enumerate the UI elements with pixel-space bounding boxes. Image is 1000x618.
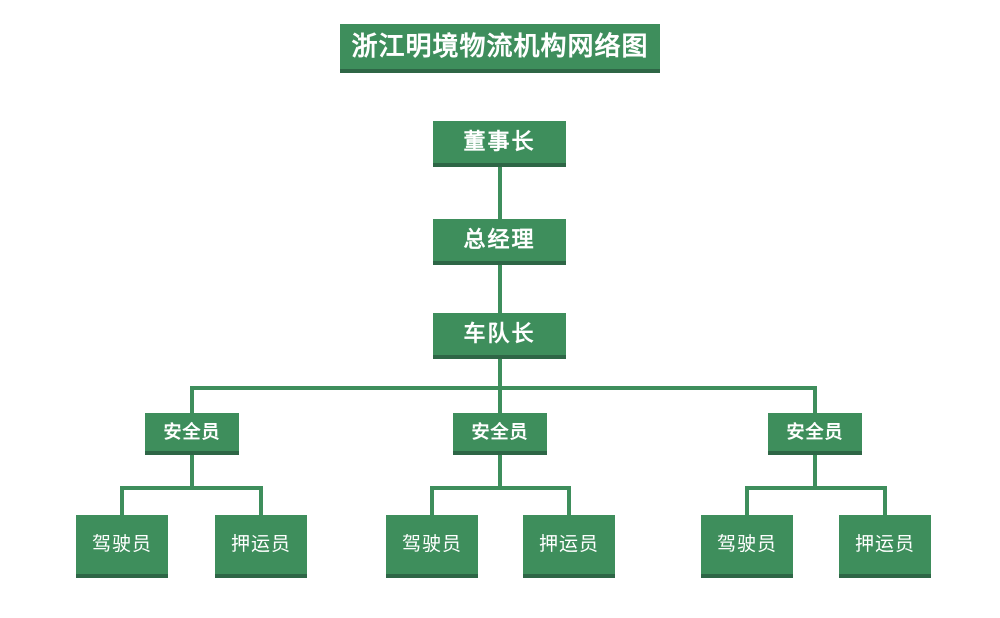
node-chairman: 董事长 <box>433 121 566 167</box>
connector-gm-captain <box>498 265 502 313</box>
connector-safety3-stub <box>813 455 817 486</box>
connector-drop-escort-3 <box>883 486 887 515</box>
connector-drop-safety-2 <box>498 386 502 413</box>
connector-safety1-bar <box>120 486 263 490</box>
chart-title: 浙江明境物流机构网络图 <box>340 24 660 73</box>
node-driver-2: 驾驶员 <box>386 515 478 578</box>
connector-safety2-stub <box>498 455 502 486</box>
node-driver-1: 驾驶员 <box>76 515 168 578</box>
node-safety-officer-3: 安全员 <box>768 413 862 455</box>
node-driver-3: 驾驶员 <box>701 515 793 578</box>
connector-drop-safety-3 <box>813 386 817 413</box>
node-escort-2: 押运员 <box>523 515 615 578</box>
connector-drop-driver-1 <box>120 486 124 515</box>
connector-drop-safety-1 <box>190 386 194 413</box>
connector-safety2-bar <box>430 486 571 490</box>
connector-drop-driver-3 <box>745 486 749 515</box>
connector-safety1-stub <box>190 455 194 486</box>
node-safety-officer-2: 安全员 <box>453 413 547 455</box>
connector-chairman-gm <box>498 167 502 219</box>
connector-bus <box>190 386 817 390</box>
connector-safety3-bar <box>745 486 887 490</box>
node-escort-1: 押运员 <box>215 515 307 578</box>
node-safety-officer-1: 安全员 <box>145 413 239 455</box>
connector-drop-escort-1 <box>259 486 263 515</box>
connector-drop-escort-2 <box>567 486 571 515</box>
connector-captain-bus <box>498 359 502 386</box>
connector-drop-driver-2 <box>430 486 434 515</box>
node-escort-3: 押运员 <box>839 515 931 578</box>
node-general-manager: 总经理 <box>433 219 566 265</box>
node-fleet-captain: 车队长 <box>433 313 566 359</box>
